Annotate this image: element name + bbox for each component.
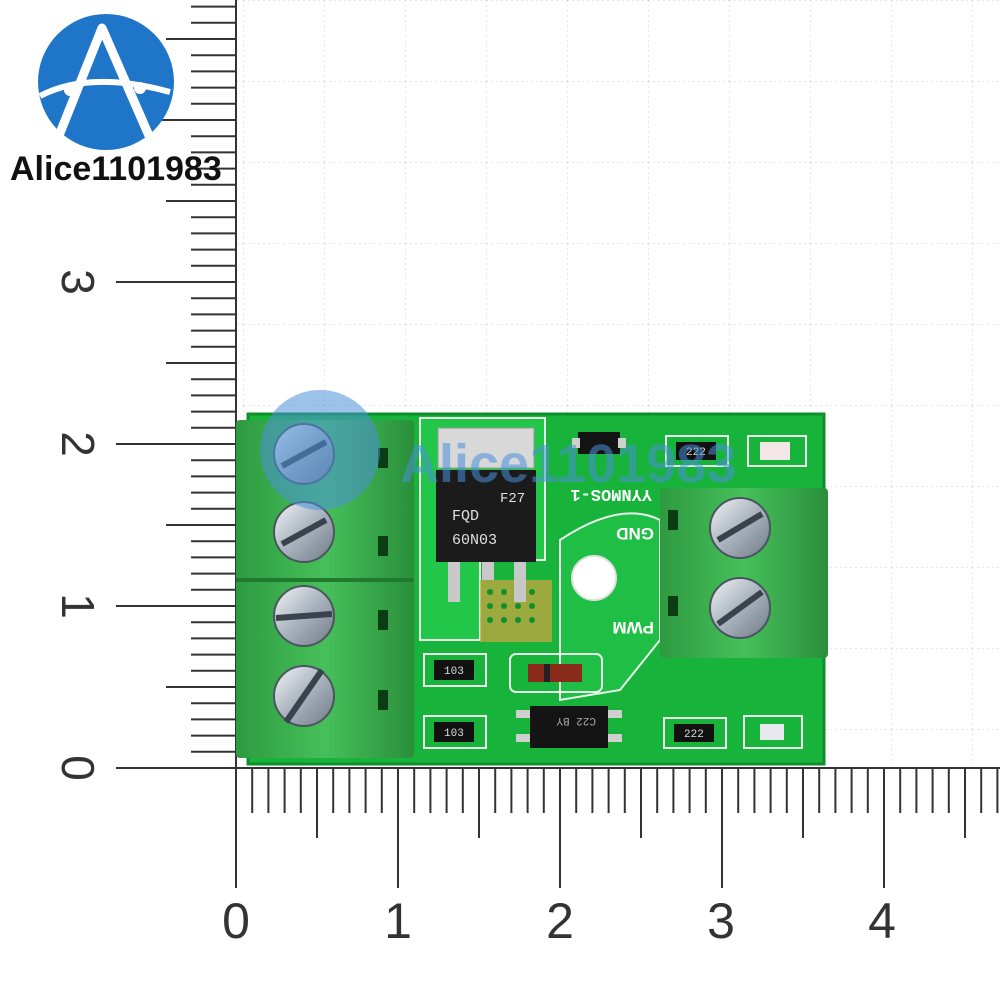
- transistor-top: [572, 432, 626, 454]
- diode: [509, 653, 603, 693]
- overlay-watermark-text: Alice1101983: [400, 434, 736, 494]
- horizontal-ruler-ticks: [235, 768, 999, 888]
- screw-icon: [273, 665, 335, 727]
- resistor-left-lower-value: 103: [444, 728, 464, 740]
- mosfet-chip: [436, 427, 536, 602]
- optocoupler-marking: C22 BY: [556, 714, 596, 726]
- resistor-top: [665, 435, 729, 467]
- vertical-ruler-ticks: [116, 5, 236, 769]
- alice-logo-icon: [38, 14, 174, 150]
- overlay-watermark: Alice1101983: [260, 390, 736, 510]
- screw-icon: [709, 577, 771, 639]
- optocoupler: [516, 706, 622, 748]
- hruler-label-2: 2: [546, 893, 574, 949]
- resistor-bottom-right: [663, 717, 727, 749]
- hruler-label-1: 1: [384, 893, 412, 949]
- resistor-bottom-right-value: 222: [684, 729, 704, 741]
- resistor-left-upper-value: 103: [444, 666, 464, 678]
- screw-icon: [709, 497, 771, 559]
- left-terminal-block: [236, 420, 414, 758]
- resistor-left-upper: [423, 653, 487, 687]
- hruler-label-0: 0: [222, 893, 250, 949]
- led-bottom: [743, 715, 803, 749]
- vruler-label-3: 3: [52, 269, 104, 295]
- mosfet-part: 60N03: [452, 532, 497, 549]
- resistor-top-value: 222: [686, 447, 706, 459]
- gnd-label: GND: [616, 524, 654, 543]
- screw-icon: [273, 501, 335, 563]
- led-top: [747, 435, 807, 467]
- vruler-label-1: 1: [52, 593, 104, 619]
- mosfet-code: F27: [500, 491, 525, 507]
- vruler-label-0: 0: [52, 755, 104, 781]
- resistor-left-lower: [423, 715, 487, 749]
- hruler-label-3: 3: [707, 893, 735, 949]
- mosfet-marking: FQD: [452, 508, 479, 525]
- pwm-label: PWM: [612, 618, 654, 637]
- vruler-label-2: 2: [52, 431, 104, 457]
- hruler-label-4: 4: [868, 893, 896, 949]
- right-terminal-block: [660, 488, 828, 658]
- mounting-hole: [571, 555, 617, 601]
- board-model-label: YYNMOS-1: [570, 484, 652, 503]
- brand-watermark: Alice1101983: [10, 150, 222, 188]
- screw-icon: [273, 585, 335, 647]
